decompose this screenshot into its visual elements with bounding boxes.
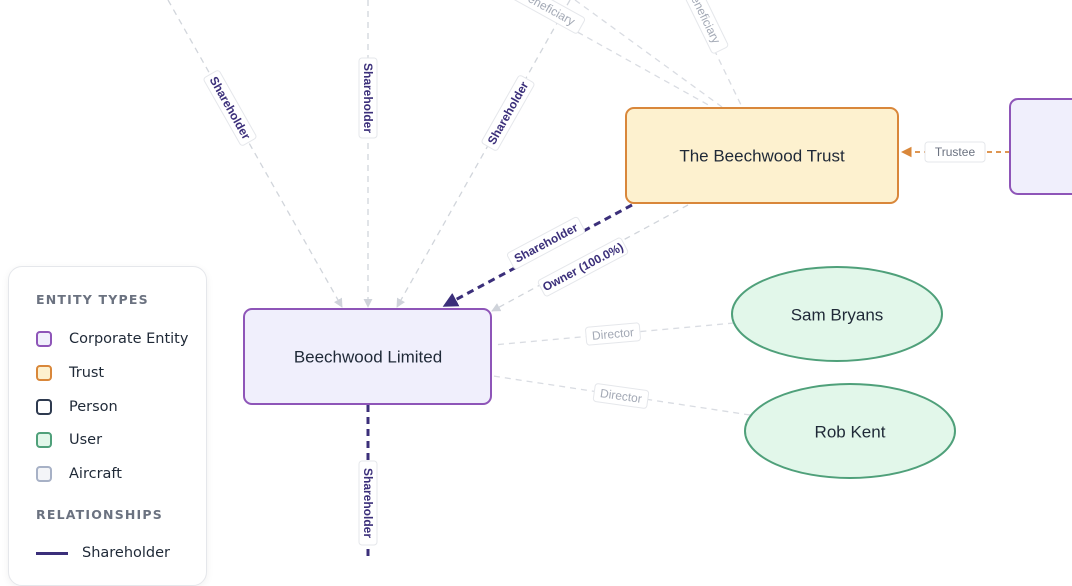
legend-label: Person [69,399,118,415]
edge-label-beneficiary-top-right: Beneficiary [679,0,729,54]
user-swatch-icon [36,432,52,448]
legend-label: Shareholder [82,545,171,561]
edge-label-director-rob: Director [592,383,650,409]
svg-text:Shareholder: Shareholder [512,220,581,265]
node-beechwood-limited[interactable]: Beechwood Limited [243,308,492,405]
edge-beneficiary-top-left-2 [574,0,723,108]
svg-text:Shareholder: Shareholder [207,74,254,142]
edge-beneficiary-top-right [689,0,743,108]
legend-label: User [69,432,103,448]
svg-text:Shareholder: Shareholder [361,468,375,538]
node-beechwood-trust[interactable]: The Beechwood Trust [625,107,899,204]
svg-text:The Beechwood Trust: The Beechwood Trust [679,147,845,166]
edge-label-shareholder-right: Shareholder [481,75,535,151]
person-swatch-icon [36,399,52,415]
legend-item-trust: Trust [36,363,104,383]
edge-shareholder-right [396,0,571,308]
legend-item-user: User [36,430,102,450]
node-rob-kent[interactable]: Rob Kent [744,383,956,479]
legend-panel: ENTITY TYPES Corporate Entity Trust Pers… [8,266,207,586]
legend-label: Trust [69,365,105,381]
svg-text:Rob Kent: Rob Kent [815,423,886,442]
legend-relationships-heading: RELATIONSHIPS [36,507,163,522]
svg-text:Sam Bryans: Sam Bryans [791,306,884,325]
edge-label-director-sam: Director [585,322,641,346]
edge-label-shareholder-mid: Shareholder [358,57,378,139]
svg-text:Beechwood Limited: Beechwood Limited [294,348,442,367]
edge-label-beneficiary-top-left: Beneficiary [510,0,586,34]
shareholder-line-icon [36,551,68,555]
legend-item-person: Person [36,397,118,417]
legend-label: Aircraft [69,466,122,482]
edge-label-shareholder-bottom: Shareholder [358,460,378,546]
aircraft-swatch-icon [36,466,52,482]
svg-text:Beneficiary: Beneficiary [519,0,578,29]
node-corporate-entity-offscreen[interactable] [1009,98,1072,195]
svg-text:Trustee: Trustee [935,145,976,159]
edge-label-trustee: Trustee [924,141,986,163]
legend-entity-types-heading: ENTITY TYPES [36,292,149,307]
svg-text:Shareholder: Shareholder [361,63,375,133]
legend-label: Corporate Entity [69,331,189,347]
legend-item-shareholder: Shareholder [36,543,170,563]
svg-text:Director: Director [599,386,643,406]
edge-shareholder-left [167,0,343,308]
legend-item-aircraft: Aircraft [36,464,122,484]
legend-item-corporate-entity: Corporate Entity [36,329,188,349]
corporate-entity-swatch-icon [36,331,52,347]
relationship-diagram: Shareholder Shareholder Shareholder Bene… [167,0,1072,558]
svg-text:Director: Director [591,325,634,343]
node-sam-bryans[interactable]: Sam Bryans [731,266,943,362]
trust-swatch-icon [36,365,52,381]
edge-label-shareholder-left: Shareholder [203,70,257,146]
svg-text:Shareholder: Shareholder [485,79,532,147]
